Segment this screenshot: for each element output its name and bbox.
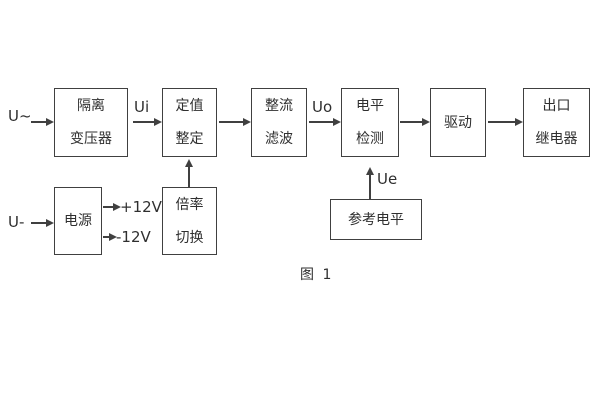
flow-arrow-plus12v-icon — [103, 203, 121, 211]
block-label: 切换 — [175, 229, 204, 246]
flow-arrow-input-ac-icon — [31, 118, 54, 126]
flow-arrow-ratio-up-icon — [185, 159, 193, 187]
signal-label-minus12v: -12V — [116, 228, 151, 246]
block-label: 电平 — [356, 98, 384, 114]
arrow-shaft — [103, 236, 109, 238]
block-label: 驱动 — [444, 114, 472, 131]
flow-arrow-setpoint-to-rectifier-icon — [219, 118, 251, 126]
block-ratio-switch: 倍率 切换 — [162, 187, 217, 255]
arrow-shaft — [133, 121, 154, 123]
block-label: 整流 — [265, 98, 293, 114]
flow-arrow-ui-icon — [133, 118, 162, 126]
flow-arrow-uo-icon — [309, 118, 341, 126]
arrow-head — [46, 219, 54, 227]
signal-label-plus12v: +12V — [120, 198, 162, 216]
arrow-shaft — [369, 175, 371, 199]
arrow-head — [46, 118, 54, 126]
arrow-head — [113, 203, 121, 211]
flow-arrow-input-dc-icon — [31, 219, 54, 227]
block-reference-level: 参考电平 — [330, 199, 422, 240]
arrow-head — [366, 167, 374, 175]
arrow-head — [154, 118, 162, 126]
block-label: 整定 — [175, 131, 204, 147]
block-label: 变压器 — [70, 131, 112, 147]
block-label: 倍率 — [175, 196, 204, 213]
block-label: 定值 — [175, 98, 204, 114]
signal-label-ui: Ui — [134, 98, 150, 116]
arrow-shaft — [488, 121, 515, 123]
block-label: 隔离 — [77, 98, 105, 114]
flow-arrow-ue-up-icon — [366, 167, 374, 199]
block-output-relay: 出口 继电器 — [523, 88, 590, 157]
arrow-head — [109, 233, 117, 241]
signal-label-ue: Ue — [377, 170, 398, 188]
block-rectifier-filter: 整流 滤波 — [251, 88, 307, 157]
arrow-head — [185, 159, 193, 167]
arrow-shaft — [31, 222, 46, 224]
block-label: 滤波 — [265, 131, 293, 147]
block-label: 出口 — [542, 98, 571, 114]
arrow-shaft — [400, 121, 422, 123]
signal-label-input-dc: U- — [8, 213, 25, 231]
block-isolation-transformer: 隔离 变压器 — [54, 88, 128, 157]
block-label: 继电器 — [535, 131, 578, 147]
arrow-head — [243, 118, 251, 126]
signal-label-input-ac: U~ — [8, 107, 32, 125]
block-setpoint-adjust: 定值 整定 — [162, 88, 217, 157]
block-level-detect: 电平 检测 — [341, 88, 399, 157]
arrow-shaft — [31, 121, 46, 123]
block-label: 电源 — [64, 213, 92, 229]
arrow-shaft — [103, 206, 113, 208]
arrow-head — [515, 118, 523, 126]
arrow-head — [333, 118, 341, 126]
block-drive: 驱动 — [430, 88, 486, 157]
arrow-shaft — [219, 121, 243, 123]
block-label: 参考电平 — [348, 211, 404, 228]
block-power-supply: 电源 — [54, 187, 102, 255]
arrow-shaft — [309, 121, 333, 123]
figure-caption: 图 1 — [300, 267, 334, 283]
flow-arrow-minus12v-icon — [103, 233, 117, 241]
signal-label-uo: Uo — [312, 98, 333, 116]
flow-arrow-drive-to-output-icon — [488, 118, 523, 126]
arrow-shaft — [188, 167, 190, 187]
block-label: 检测 — [356, 131, 384, 147]
arrow-head — [422, 118, 430, 126]
flow-arrow-level-to-drive-icon — [400, 118, 430, 126]
